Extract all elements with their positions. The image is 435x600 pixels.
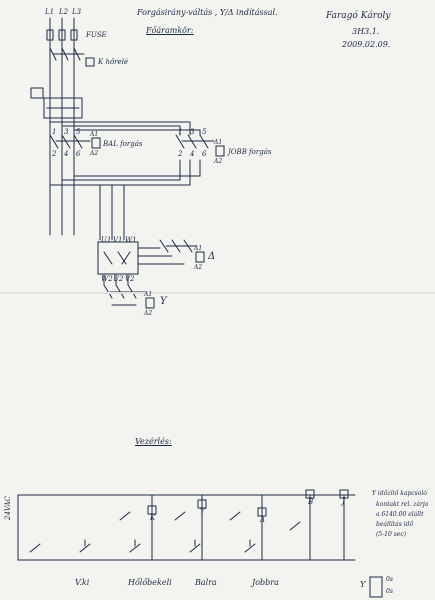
phase-label-l2: L2 xyxy=(59,8,69,16)
phase-label-l1: L1 xyxy=(45,8,55,16)
author-name: Faragó Károly xyxy=(326,11,391,21)
star-coil-a2: A2 xyxy=(144,310,153,317)
selector-block xyxy=(30,87,44,99)
thermal-label: K hőrelé xyxy=(98,58,129,66)
left-contact-6: 6 xyxy=(76,150,81,158)
timer-value-1: 0s xyxy=(386,576,393,583)
sheet-subtitle: Főáramkör: xyxy=(146,26,194,35)
control-circuit xyxy=(17,489,383,598)
pushbutton-stop xyxy=(79,539,91,553)
button-label-left: Balra xyxy=(195,578,217,587)
left-coil-a1: A1 xyxy=(90,131,99,138)
button-label-right: Jobbra xyxy=(252,578,279,587)
pushbutton-right xyxy=(244,539,256,553)
motor-terminal-w1: W1 xyxy=(125,236,137,244)
delta-coil-a1: A1 xyxy=(194,245,203,252)
right-coil-a1: A1 xyxy=(214,139,223,146)
left-contact-4: 4 xyxy=(64,150,69,158)
motor-feed xyxy=(99,184,125,241)
motor-terminal-v1: V1 xyxy=(113,236,123,244)
right-contact-2: 2 xyxy=(178,150,183,158)
phase-label-l3: L3 xyxy=(72,8,82,16)
timer-symbol xyxy=(369,576,383,598)
timer-note-line-2: kontakt rel. zárja xyxy=(376,501,429,508)
right-contactor-coil xyxy=(215,145,225,157)
relay-label-y: Y xyxy=(200,508,205,516)
delta-contactor-coil xyxy=(195,251,205,263)
left-contact-3: 3 xyxy=(64,128,69,136)
motor-terminal-box xyxy=(97,241,139,275)
fuse-l3 xyxy=(70,29,78,41)
control-voltage-label: 24VAC xyxy=(4,496,12,520)
motor-windings xyxy=(103,251,131,265)
delta-coil-a2: A2 xyxy=(194,264,203,271)
thermal-overload-block xyxy=(43,97,83,119)
right-contact-5: 5 xyxy=(202,128,207,136)
thermal-relay-coil xyxy=(85,57,95,67)
fuse-l1 xyxy=(46,29,54,41)
star-coil-a1: A1 xyxy=(144,291,153,298)
fuse-l2 xyxy=(58,29,66,41)
control-contact-series xyxy=(29,511,301,553)
right-contact-6: 6 xyxy=(202,150,207,158)
right-contactor-contacts xyxy=(175,134,215,149)
star-bridge xyxy=(103,274,137,306)
control-title: Vezérlés: xyxy=(135,437,172,446)
main-switch xyxy=(49,47,85,61)
left-contactor-coil xyxy=(91,137,101,149)
pushbutton-reset xyxy=(129,539,141,553)
motor-terminal-w2: W2 xyxy=(101,275,113,283)
left-contact-1: 1 xyxy=(52,128,57,136)
left-contact-5: 5 xyxy=(76,128,81,136)
timer-note-line-3: a 6140.00 elállt xyxy=(376,511,424,518)
delta-label: Δ xyxy=(208,251,216,262)
left-contactor-contacts xyxy=(49,134,91,149)
author-date: 2009.02.09. xyxy=(342,40,391,49)
relay-label-b: B xyxy=(308,498,314,506)
pushbutton-left xyxy=(189,539,201,553)
right-contact-4: 4 xyxy=(190,150,195,158)
top-crossover-bus xyxy=(49,121,201,136)
right-coil-a2: A2 xyxy=(214,158,223,165)
relay-label-delta: Δ xyxy=(260,516,266,524)
timer-note-line-4: beállítás idő xyxy=(376,521,414,528)
right-contactor-label: JOBB forgás xyxy=(228,148,272,156)
fuse-label: FUSE xyxy=(86,31,107,39)
timer-value-2: 0s xyxy=(386,588,393,595)
button-label-stop: V.ki xyxy=(75,578,90,587)
delta-contactor-contacts xyxy=(159,239,197,253)
control-branches xyxy=(151,494,345,561)
star-contactor-coil xyxy=(145,297,155,309)
motor-terminal-v2: V2 xyxy=(125,275,135,283)
star-contactor-contacts xyxy=(103,284,146,299)
motor-terminal-u1: U1 xyxy=(101,236,112,244)
author-class: 3H3.1. xyxy=(352,27,380,36)
left-contactor-label: BAL forgás xyxy=(103,140,143,148)
paper-fold-line xyxy=(0,292,435,294)
button-label-reset: Hőlőbekeli xyxy=(128,578,172,587)
delta-feed xyxy=(137,247,185,265)
right-contact-3: 3 xyxy=(190,128,195,136)
relay-label-j: J xyxy=(342,498,345,506)
timer-note-line-1: Y időzítő kapcsoló xyxy=(372,490,427,497)
timer-note-line-5: (5-10 sec) xyxy=(376,531,407,538)
timer-label: Y xyxy=(360,580,366,589)
star-label: Y xyxy=(160,296,167,307)
motor-terminal-u2: U2 xyxy=(113,275,124,283)
bottom-crossover-bus xyxy=(49,159,201,186)
power-circuit xyxy=(30,17,225,309)
left-contact-2: 2 xyxy=(52,150,57,158)
right-contact-1: 1 xyxy=(178,128,183,136)
left-coil-a2: A2 xyxy=(90,150,99,157)
sheet-title: Forgásirány-váltás , Y/Δ indítással. xyxy=(137,8,278,17)
relay-label-k: K xyxy=(150,514,156,522)
